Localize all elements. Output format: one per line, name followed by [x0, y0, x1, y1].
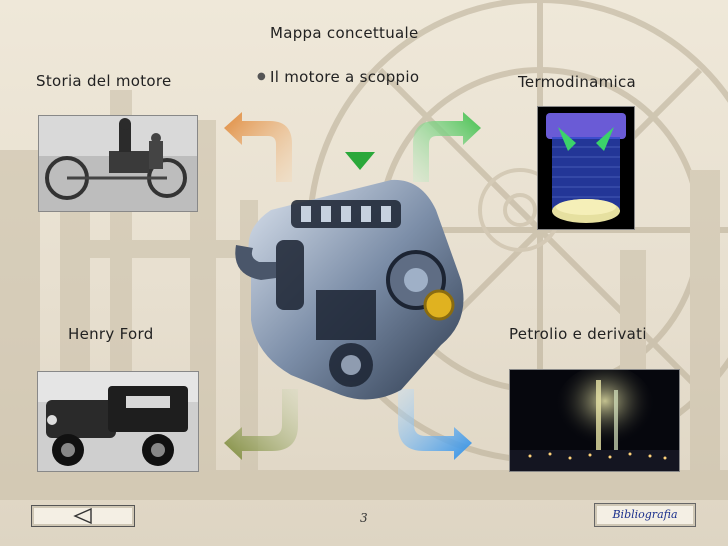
engine-illustration [235, 179, 464, 400]
down-arrow-icon [345, 152, 375, 170]
topic-label-storia[interactable]: Storia del motore [36, 72, 172, 90]
arrow-petrolio-icon [398, 389, 472, 460]
bibliografia-button[interactable]: Bibliografia [594, 503, 696, 527]
page-number: 3 [360, 511, 368, 525]
back-button[interactable] [31, 505, 135, 527]
triangle-left-icon [73, 508, 92, 524]
topic-label-petrolio[interactable]: Petrolio e derivati [509, 325, 647, 343]
storia-photo[interactable] [39, 116, 197, 211]
petrolio-photo[interactable] [510, 370, 679, 471]
arrow-ford-icon [224, 389, 298, 460]
termodinamica-photo[interactable] [538, 107, 634, 229]
topic-label-ford[interactable]: Henry Ford [68, 325, 154, 343]
ford-photo[interactable] [38, 372, 198, 471]
bullet-icon: ● [257, 71, 266, 82]
arrow-storia-icon [224, 112, 292, 182]
arrow-termodinamica-icon [413, 112, 481, 182]
page-title: Mappa concettuale [270, 24, 419, 42]
page-subtitle: Il motore a scoppio [270, 68, 420, 86]
topic-label-termodinamica[interactable]: Termodinamica [518, 73, 637, 91]
